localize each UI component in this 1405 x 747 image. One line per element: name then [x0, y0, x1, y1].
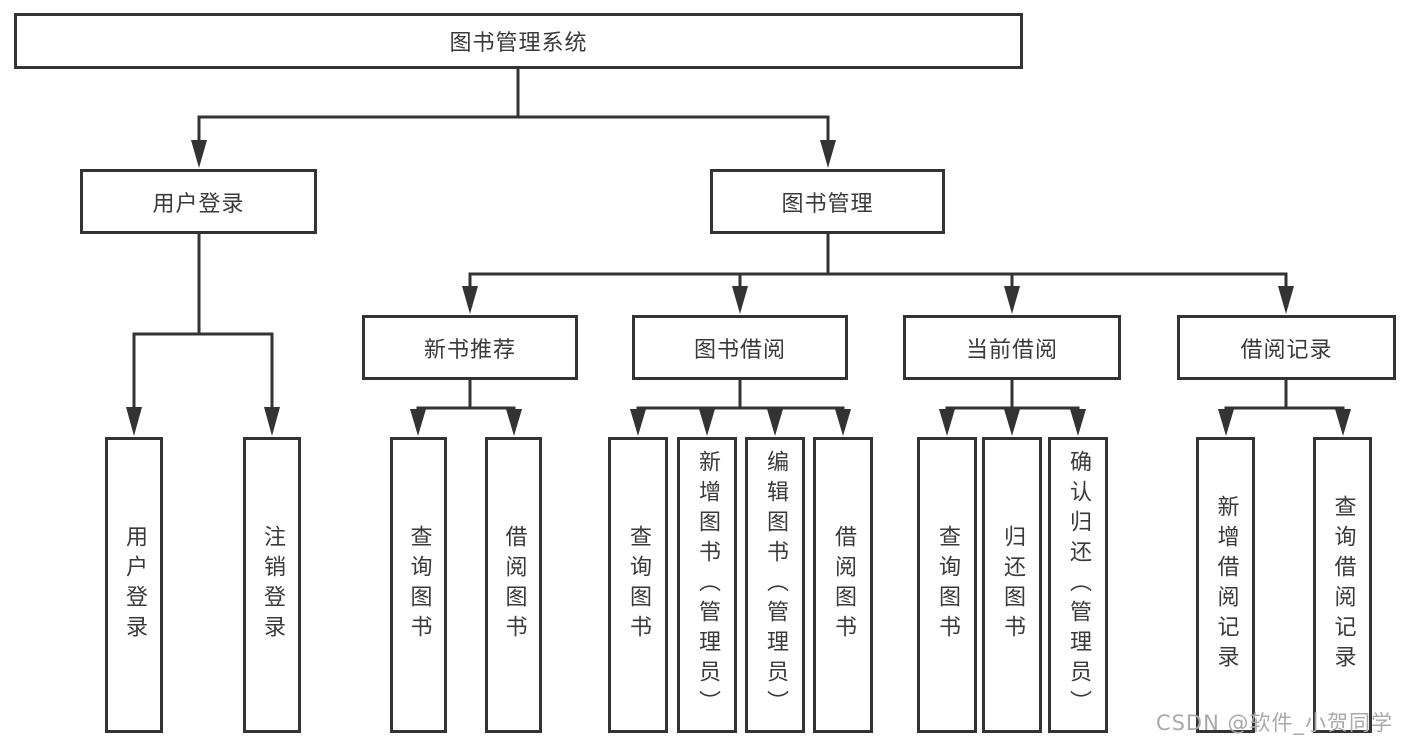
leaf-recommend-borrow-book: 借阅图书: [485, 437, 542, 733]
node-label: 查询借阅记录: [1330, 495, 1356, 675]
node-label: 归还图书: [1000, 525, 1025, 645]
edge-current-borrow-to-leaves: [939, 378, 1086, 436]
node-current-borrow: 当前借阅: [903, 315, 1121, 380]
arrowhead: [699, 409, 715, 436]
arrowhead: [462, 286, 478, 314]
arrowhead: [1218, 409, 1234, 436]
node-user-login: 用户登录: [80, 169, 317, 234]
node-label: 用户登录: [152, 191, 245, 217]
edge-new-book-recommend-to-leaves: [410, 378, 522, 436]
leaf-current-confirm-return-admin: 确认归还（管理员）: [1048, 437, 1108, 733]
node-label: 图书管理系统: [449, 31, 588, 56]
arrowhead: [191, 140, 207, 168]
leaf-borrow-add-book-admin: 新增图书（管理员）: [677, 437, 737, 733]
node-book-management: 图书管理: [710, 169, 945, 234]
edge-user-login-to-leaves: [126, 231, 280, 436]
node-label: 用户登录: [122, 525, 147, 645]
arrowhead: [410, 409, 426, 436]
arrowhead: [506, 409, 522, 436]
leaf-logout: 注销登录: [243, 437, 301, 733]
arrowhead: [767, 409, 783, 436]
node-label: 新增借阅记录: [1213, 495, 1239, 675]
node-label: 新增图书（管理员）: [695, 450, 720, 720]
edge-book-management-to-level3: [462, 231, 1294, 314]
node-label: 借阅记录: [1240, 337, 1333, 363]
node-label: 借阅图书: [831, 525, 856, 645]
leaf-borrow-borrow-book: 借阅图书: [813, 437, 873, 733]
node-new-book-recommend: 新书推荐: [362, 315, 578, 380]
csdn-watermark: CSDN @软件_小贺同学: [1155, 711, 1393, 735]
edge-borrow-record-to-leaves: [1218, 378, 1351, 436]
arrowhead: [1335, 409, 1351, 436]
edge-root-to-level2: [191, 67, 836, 168]
arrowhead: [1070, 409, 1086, 436]
leaf-record-add-record: 新增借阅记录: [1196, 437, 1255, 733]
node-borrow-record: 借阅记录: [1177, 315, 1396, 380]
leaf-user-login: 用户登录: [105, 437, 163, 733]
node-label: 确认归还（管理员）: [1066, 450, 1091, 720]
arrowhead: [1004, 409, 1020, 436]
leaf-current-return-book: 归还图书: [982, 437, 1042, 733]
arrowhead: [1004, 286, 1020, 314]
node-label: 查询图书: [935, 525, 960, 645]
arrowhead: [835, 409, 851, 436]
node-label: 查询图书: [406, 525, 432, 645]
arrowhead: [264, 407, 280, 436]
arrowhead: [732, 286, 748, 314]
arrowhead: [126, 407, 142, 436]
arrowhead: [1278, 286, 1294, 314]
node-label: 新书推荐: [423, 337, 516, 363]
node-label: 当前借阅: [965, 337, 1058, 363]
leaf-borrow-query-book: 查询图书: [608, 437, 668, 733]
arrowhead: [630, 409, 646, 436]
leaf-borrow-edit-book-admin: 编辑图书（管理员）: [745, 437, 805, 733]
arrowhead: [939, 409, 955, 436]
edge-book-borrow-to-leaves: [630, 378, 851, 436]
leaf-recommend-query-book: 查询图书: [390, 437, 447, 733]
node-label: 注销登录: [260, 525, 285, 645]
node-label: 编辑图书（管理员）: [763, 450, 788, 720]
node-label: 查询图书: [626, 525, 651, 645]
leaf-record-query-record: 查询借阅记录: [1313, 437, 1372, 733]
node-root-system: 图书管理系统: [14, 13, 1023, 69]
node-label: 图书借阅: [693, 337, 786, 363]
leaf-current-query-book: 查询图书: [917, 437, 977, 733]
arrowhead: [820, 140, 836, 168]
node-book-borrow: 图书借阅: [632, 315, 848, 380]
node-label: 借阅图书: [501, 525, 527, 645]
node-label: 图书管理: [781, 191, 874, 217]
